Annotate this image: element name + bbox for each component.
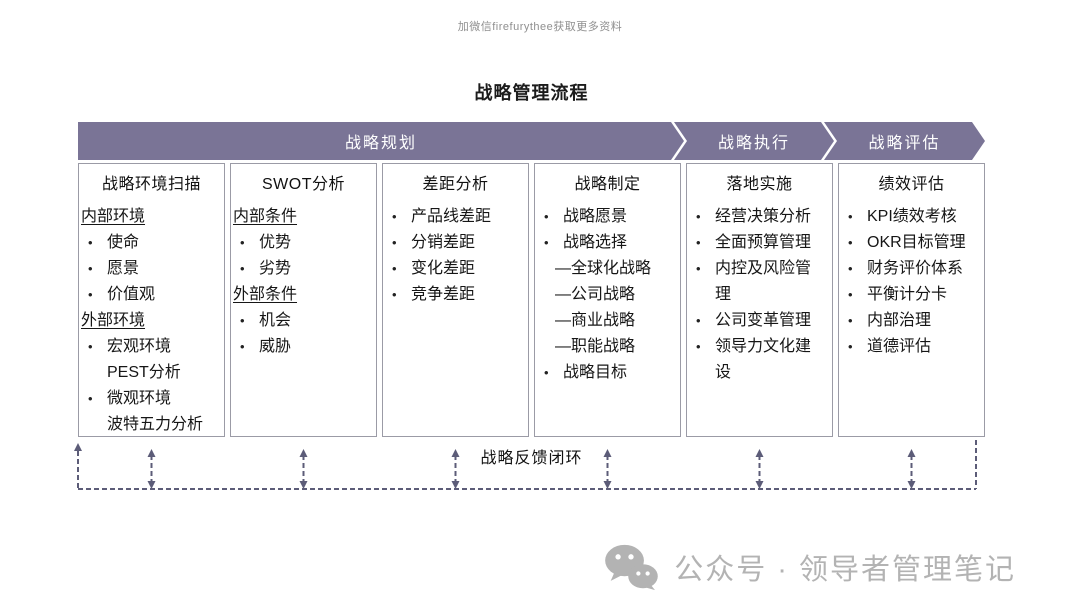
column-item: 微观环境: [79, 386, 224, 412]
column-item: —公司战略: [555, 286, 636, 303]
banner-segment-execution: 战略执行: [674, 122, 834, 160]
column-item: 外部环境: [81, 312, 146, 329]
column-item: —全球化战略: [555, 260, 652, 277]
banner-segment-evaluation: 战略评估: [824, 122, 985, 160]
column-item: 内部治理: [839, 308, 984, 334]
column-item: 战略选择: [535, 230, 680, 256]
column-item: —商业战略: [555, 312, 636, 329]
column-item: 战略目标: [535, 360, 680, 386]
column-item: 优势: [231, 230, 376, 256]
column-item: 内部环境: [81, 208, 146, 225]
column-header: SWOT分析: [262, 176, 345, 193]
column-header: 落地实施: [726, 176, 793, 193]
column-item: 愿景: [79, 256, 224, 282]
column-item: KPI绩效考核: [839, 204, 984, 230]
column-item: 内控及风险管理: [687, 256, 832, 308]
column-item: 外部条件: [233, 286, 298, 303]
process-column-1: 战略环境扫描内部环境使命愿景价值观外部环境宏观环境 PEST分析微观环境波特五力分…: [78, 163, 225, 437]
process-column-2: SWOT分析内部条件优势劣势外部条件机会威胁: [230, 163, 377, 437]
column-header: 战略环境扫描: [101, 176, 201, 193]
column-item: 战略愿景: [535, 204, 680, 230]
process-columns: 战略环境扫描内部环境使命愿景价值观外部环境宏观环境 PEST分析微观环境波特五力分…: [78, 163, 985, 437]
column-header: 战略制定: [574, 176, 641, 193]
column-item: 公司变革管理: [687, 308, 832, 334]
column-header: 差距分析: [422, 176, 489, 193]
column-item: 价值观: [79, 282, 224, 308]
column-item: 分销差距: [383, 230, 528, 256]
column-item: 波特五力分析: [107, 416, 204, 433]
footer-brand: 公众号 · 领导者管理笔记: [602, 543, 1016, 591]
watermark-text: 加微信firefurythee获取更多资料: [457, 21, 623, 33]
page-title: 战略管理流程: [474, 83, 589, 103]
wechat-icon: [605, 544, 658, 591]
footer-brand-text: 公众号 · 领导者管理笔记: [674, 554, 1016, 586]
column-item: 产品线差距: [383, 204, 528, 230]
column-item: 领导力文化建设: [687, 334, 832, 386]
column-item: 宏观环境: [79, 334, 224, 360]
column-item: 财务评价体系: [839, 256, 984, 282]
column-item: 全面预算管理: [687, 230, 832, 256]
process-banner: 战略规划 战略执行 战略评估: [78, 122, 985, 160]
column-item: 机会: [231, 308, 376, 334]
column-item: 劣势: [231, 256, 376, 282]
column-item: PEST分析: [107, 364, 181, 381]
column-item: 使命: [79, 230, 224, 256]
column-item: 变化差距: [383, 256, 528, 282]
column-item: —职能战略: [555, 338, 636, 355]
column-item: 平衡计分卡: [839, 282, 984, 308]
process-column-3: 差距分析产品线差距分销差距变化差距竞争差距: [382, 163, 529, 437]
process-column-6: 绩效评估 KPI绩效考核OKR目标管理财务评价体系平衡计分卡内部治理道德评估: [838, 163, 985, 437]
column-header: 绩效评估: [878, 176, 945, 193]
column-item: OKR目标管理: [839, 230, 984, 256]
feedback-loop-arrows: [74, 440, 977, 490]
column-item: 内部条件: [233, 208, 298, 225]
feedback-loop-label: 战略反馈闭环: [480, 450, 583, 467]
column-item: 道德评估: [839, 334, 984, 360]
banner-segment-planning: 战略规划: [78, 122, 684, 160]
column-item: 经营决策分析: [687, 204, 832, 230]
process-column-5: 落地实施经营决策分析全面预算管理内控及风险管理公司变革管理领导力文化建设: [686, 163, 833, 437]
column-item: 竞争差距: [383, 282, 528, 308]
process-column-4: 战略制定战略愿景战略选择 —全球化战略 —公司战略 —商业战略 —职能战略战略目标: [534, 163, 681, 437]
column-item: 威胁: [231, 334, 376, 360]
